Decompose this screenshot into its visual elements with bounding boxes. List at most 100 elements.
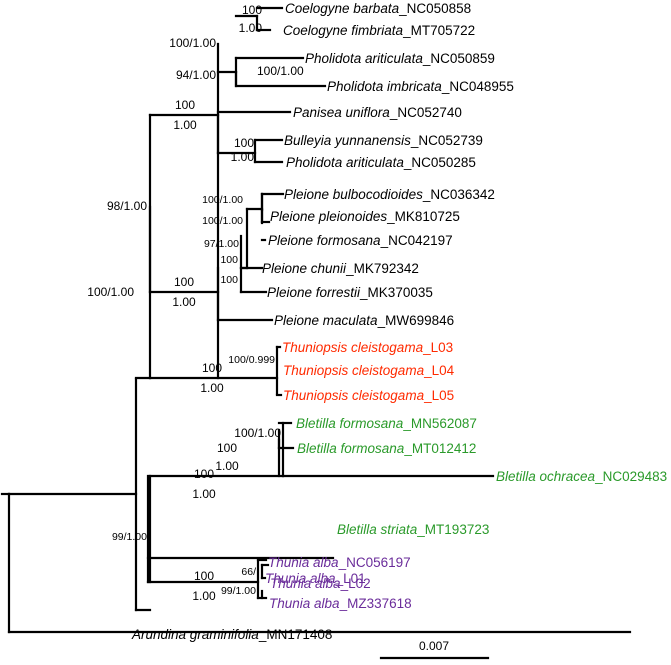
support-value: 100/1.00	[234, 426, 281, 440]
tip-accession: _MT705722	[402, 23, 475, 38]
tip-accession: _MN562087	[402, 416, 477, 431]
tip-label: Pholidota ariticulata_NC050285	[286, 155, 476, 170]
support-value: 100	[220, 274, 238, 286]
support-value: 100	[220, 254, 238, 266]
tip-label: Thunia alba_MZ337618	[269, 596, 412, 611]
tip-accession: _MZ337618	[339, 596, 412, 611]
tip-accession: _NC050858	[398, 1, 471, 16]
support-value: 98/1.00	[107, 199, 147, 213]
tip-accession: _L04	[423, 363, 455, 378]
tip-accession: _NC050285	[403, 155, 476, 170]
tip-label: Pleione bulbocodioides_NC036342	[284, 187, 495, 202]
tip-label: Pleione pleionoides_MK810725	[270, 209, 460, 224]
tip-species: Bletilla formosana	[296, 416, 404, 431]
tip-label: Coelogyne barbata_NC050858	[285, 1, 471, 16]
support-value: 100/1.00	[257, 64, 304, 78]
support-value: 1.00	[192, 487, 216, 501]
support-value: 1.00	[172, 295, 196, 309]
tip-label: Thuniopsis cleistogama_L03	[282, 340, 453, 355]
tip-accession: _MT193723	[416, 522, 489, 537]
tip-label: Pholidota imbricata_NC048955	[327, 79, 514, 94]
tip-accession: _L03	[422, 340, 453, 355]
support-value: 100	[242, 3, 262, 17]
support-value: 1.00	[200, 381, 224, 395]
support-value: 100/1.00	[169, 36, 216, 50]
tip-species: Bletilla ochracea	[496, 469, 596, 484]
support-value: 1.00	[173, 118, 197, 132]
tip-species: Pleione bulbocodioides	[284, 187, 423, 202]
tip-accession: _MK370035	[359, 285, 433, 300]
tip-accession: _NC036342	[422, 187, 495, 202]
tip-label: Arundina graminifolia_MN171408	[131, 627, 332, 642]
tip-species: Coelogyne barbata	[285, 1, 400, 16]
tip-label: Pleione formosana_NC042197	[268, 233, 453, 248]
tip-label: Bletilla formosana_MN562087	[296, 416, 477, 431]
support-value: 100/1.00	[202, 194, 243, 206]
support-value: 1.00	[231, 150, 255, 164]
tip-species: Pleione pleionoides	[270, 209, 387, 224]
tip-species: Thuniopsis cleistogama	[282, 340, 424, 355]
tip-accession: _MT012412	[403, 441, 476, 456]
support-value: 100	[194, 569, 214, 583]
support-value: 100	[202, 361, 222, 375]
tip-species: Thunia alba	[269, 596, 340, 611]
scale-bar: 0.007	[379, 639, 490, 660]
tip-species: Bulleyia yunnanensis	[284, 133, 411, 148]
tip-accession: _NC048955	[441, 79, 514, 94]
tip-label: Pleione forrestii_MK370035	[267, 285, 433, 300]
tip-species: Pleione chunii	[262, 261, 347, 276]
tip-label: Bletilla ochracea_NC029483	[496, 469, 667, 484]
tip-label: Pleione chunii_MK792342	[262, 261, 419, 276]
tip-accession: _L05	[423, 388, 454, 403]
tip-accession: _L01	[335, 571, 366, 586]
tip-label: Thunia alba_L02	[270, 576, 371, 591]
tree-branches	[0, 6, 632, 634]
support-value: 100/1.00	[87, 285, 134, 299]
support-values: 1001.00100/1.00100/1.0094/1.001001.00100…	[87, 3, 304, 603]
tip-label: Thunia alba_NC056197	[268, 555, 411, 570]
tip-accession: _NC056197	[338, 555, 411, 570]
tip-species: Coelogyne fimbriata	[283, 23, 404, 38]
tip-label: Pleione maculata_MW699846	[274, 313, 454, 328]
tip-accession: _L02	[340, 576, 371, 591]
support-value: 97/1.00	[204, 238, 239, 250]
support-value: 66/	[241, 566, 256, 578]
support-value: 100	[194, 467, 214, 481]
scale-bar-label: 0.007	[419, 639, 449, 653]
support-value: 100	[174, 275, 194, 289]
tip-species: Pholidota ariticulata	[286, 155, 404, 170]
tip-species: Thunia alba	[268, 555, 339, 570]
tip-species: Arundina graminifolia	[131, 627, 259, 642]
tip-label: Bletilla formosana_MT012412	[297, 441, 476, 456]
tip-label: Pholidota ariticulata_NC050859	[305, 51, 495, 66]
tip-species: Pleione forrestii	[267, 285, 361, 300]
support-value: 1.00	[192, 589, 216, 603]
tip-label: Bletilla striata_MT193723	[337, 522, 489, 537]
tip-species: Pleione formosana	[268, 233, 381, 248]
tip-species: Thuniopsis cleistogama	[283, 388, 425, 403]
tip-accession: _MN171408	[258, 627, 333, 642]
tip-accession: _NC042197	[380, 233, 453, 248]
tip-label: Thunia alba_L01	[265, 571, 366, 586]
tip-accession: _MK792342	[345, 261, 419, 276]
tip-label: Panisea uniflora_NC052740	[293, 105, 462, 120]
support-value: 100/0.999	[228, 354, 275, 366]
tip-accession: _NC052740	[389, 105, 462, 120]
tip-label: Thuniopsis cleistogama_L04	[283, 363, 455, 378]
tip-accession: _MK810725	[386, 209, 460, 224]
tip-accession: _NC052739	[410, 133, 483, 148]
tip-label: Thuniopsis cleistogama_L05	[283, 388, 454, 403]
tip-accession: _NC029483	[594, 469, 667, 484]
support-value: 99/1.00	[221, 585, 256, 597]
tip-species: Bletilla formosana	[297, 441, 405, 456]
tip-accession: _MW699846	[377, 313, 455, 328]
tip-label: Coelogyne fimbriata_MT705722	[283, 23, 475, 38]
tip-species: Panisea uniflora	[293, 105, 390, 120]
tip-accession: _NC050859	[422, 51, 495, 66]
tip-label: Bulleyia yunnanensis_NC052739	[284, 133, 483, 148]
support-value: 1.00	[239, 21, 263, 35]
support-value: 100	[175, 98, 195, 112]
tip-species: Thunia alba	[270, 576, 341, 591]
support-value: 100	[234, 136, 254, 150]
tip-species: Pholidota ariticulata	[305, 51, 423, 66]
